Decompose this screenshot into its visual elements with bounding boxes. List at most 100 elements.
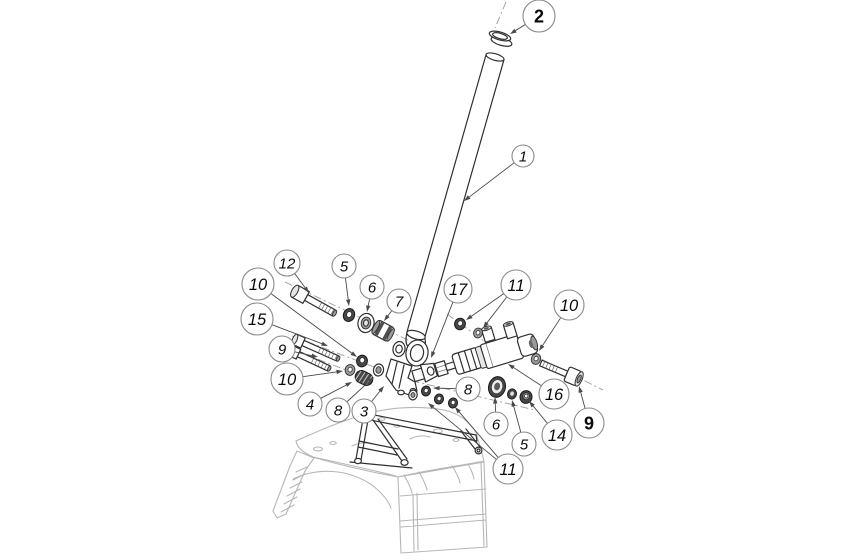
- boot-ribs: [457, 349, 478, 373]
- washer-11-upper: [473, 327, 483, 339]
- callout-balloon-1-1[interactable]: 1: [464, 144, 535, 201]
- balloon-number: 11: [507, 277, 524, 295]
- leader-arrowhead: [529, 401, 535, 408]
- bearing-6-lower: [487, 376, 507, 398]
- balloon-circle[interactable]: [351, 398, 377, 424]
- bolt-threads: [542, 361, 558, 373]
- balloon-number: 10: [278, 371, 297, 389]
- leader-arrowhead: [366, 305, 371, 312]
- leader-line: [512, 403, 522, 433]
- bolt-head-socket: [576, 374, 582, 384]
- leader-line: [345, 277, 349, 303]
- balloon-number: 6: [368, 279, 377, 296]
- steering-arm: [385, 329, 429, 396]
- balloon-number: 4: [306, 396, 314, 413]
- callout-balloon-12-2[interactable]: 12: [273, 249, 309, 293]
- callout-balloon-2-0[interactable]: 2: [510, 0, 556, 34]
- deck-hole: [312, 446, 324, 452]
- leader-line: [540, 317, 562, 348]
- balloon-circle[interactable]: [483, 411, 509, 437]
- leader-arrowhead: [367, 377, 374, 384]
- fender-panel: [272, 406, 488, 554]
- nut-hole: [359, 357, 365, 364]
- balloon-circle[interactable]: [273, 249, 301, 277]
- port-bore: [505, 322, 511, 326]
- leader-line: [346, 379, 372, 403]
- deck-hole: [329, 440, 337, 446]
- balloon-circle[interactable]: [331, 253, 357, 279]
- balloon-circle[interactable]: [500, 269, 532, 301]
- callout-balloon-14-18[interactable]: 14: [529, 401, 573, 451]
- nut-hole: [457, 320, 463, 327]
- balloon-circle[interactable]: [492, 453, 524, 485]
- balloon-circle[interactable]: [386, 288, 412, 314]
- washer-hole: [347, 366, 353, 373]
- washer-hole: [410, 392, 416, 398]
- callout-balloon-15-7[interactable]: 15: [240, 302, 328, 346]
- leader-line: [485, 296, 508, 326]
- balloon-circle[interactable]: [268, 335, 296, 363]
- callout-balloon-6-20[interactable]: 6: [483, 397, 509, 437]
- bearing-bore: [494, 382, 501, 391]
- callout-balloon-9-17[interactable]: 9: [573, 386, 605, 439]
- balloon-circle[interactable]: [297, 391, 323, 417]
- callout-balloon-10-15[interactable]: 10: [539, 289, 585, 351]
- leader-line: [371, 388, 382, 402]
- balloon-circle[interactable]: [553, 289, 585, 321]
- balloon-circle[interactable]: [270, 362, 304, 396]
- balloon-circle[interactable]: [359, 274, 385, 300]
- balloon-circle[interactable]: [538, 378, 570, 410]
- leader-line: [436, 387, 457, 390]
- callout-balloon-16-16[interactable]: 16: [508, 364, 570, 410]
- callout-balloon-6-4[interactable]: 6: [359, 274, 385, 312]
- callout-balloon-11-22[interactable]: 11: [428, 403, 524, 485]
- nut-11-upper: [454, 317, 466, 331]
- nut-10-upper: [356, 354, 368, 368]
- balloon-circle[interactable]: [573, 407, 605, 439]
- callout-balloon-3-12[interactable]: 3: [351, 386, 384, 424]
- balloon-circle[interactable]: [240, 302, 274, 336]
- callout-balloon-5-19[interactable]: 5: [511, 400, 537, 457]
- callout-balloon-11-14[interactable]: 11: [466, 269, 532, 328]
- column-cap: [488, 30, 513, 47]
- washer-hole: [475, 330, 481, 336]
- callout-balloon-9-8[interactable]: 9: [268, 335, 318, 363]
- balloon-number: 7: [395, 293, 404, 310]
- end-cap-bore: [528, 340, 533, 348]
- washer-hole: [533, 355, 539, 362]
- balloon-circle[interactable]: [511, 431, 537, 457]
- callout-balloon-4-10[interactable]: 4: [297, 382, 352, 417]
- clevis-slot: [419, 364, 427, 383]
- balloon-circle[interactable]: [455, 376, 481, 402]
- callout-balloon-10-9[interactable]: 10: [270, 362, 343, 396]
- leader-arrowhead: [464, 195, 471, 201]
- washer-10-right: [530, 353, 542, 365]
- balloon-circle[interactable]: [511, 144, 535, 168]
- balloon-circle[interactable]: [241, 267, 275, 301]
- bolt-12: [290, 284, 338, 317]
- callout-balloon-5-3[interactable]: 5: [331, 253, 357, 306]
- nut-11-lower-a: [433, 393, 445, 405]
- balloon-circle[interactable]: [325, 397, 351, 423]
- bolt-9-right: [539, 359, 584, 387]
- deck-hole: [378, 417, 386, 421]
- fender-nose-hatching: [280, 466, 308, 513]
- leader-arrowhead: [303, 286, 309, 293]
- callout-balloon-17-13[interactable]: 17: [431, 274, 473, 358]
- balloon-circle[interactable]: [541, 419, 573, 451]
- callout-balloon-8-21[interactable]: 8: [433, 376, 481, 402]
- fender-nose: [272, 450, 315, 519]
- balloon-circle[interactable]: [443, 274, 473, 304]
- balloon-circle[interactable]: [522, 0, 556, 33]
- arm-fork-prongs: [391, 361, 405, 389]
- bolt-threads: [318, 302, 335, 315]
- leader-line: [469, 293, 504, 319]
- leader-line: [302, 371, 340, 378]
- bushing-7: [371, 319, 395, 342]
- callout-balloon-8-11[interactable]: 8: [325, 377, 374, 423]
- balloon-number: 15: [248, 311, 267, 329]
- callout-balloon-10-6[interactable]: 10: [241, 267, 357, 357]
- callout-balloon-7-5[interactable]: 7: [384, 288, 412, 321]
